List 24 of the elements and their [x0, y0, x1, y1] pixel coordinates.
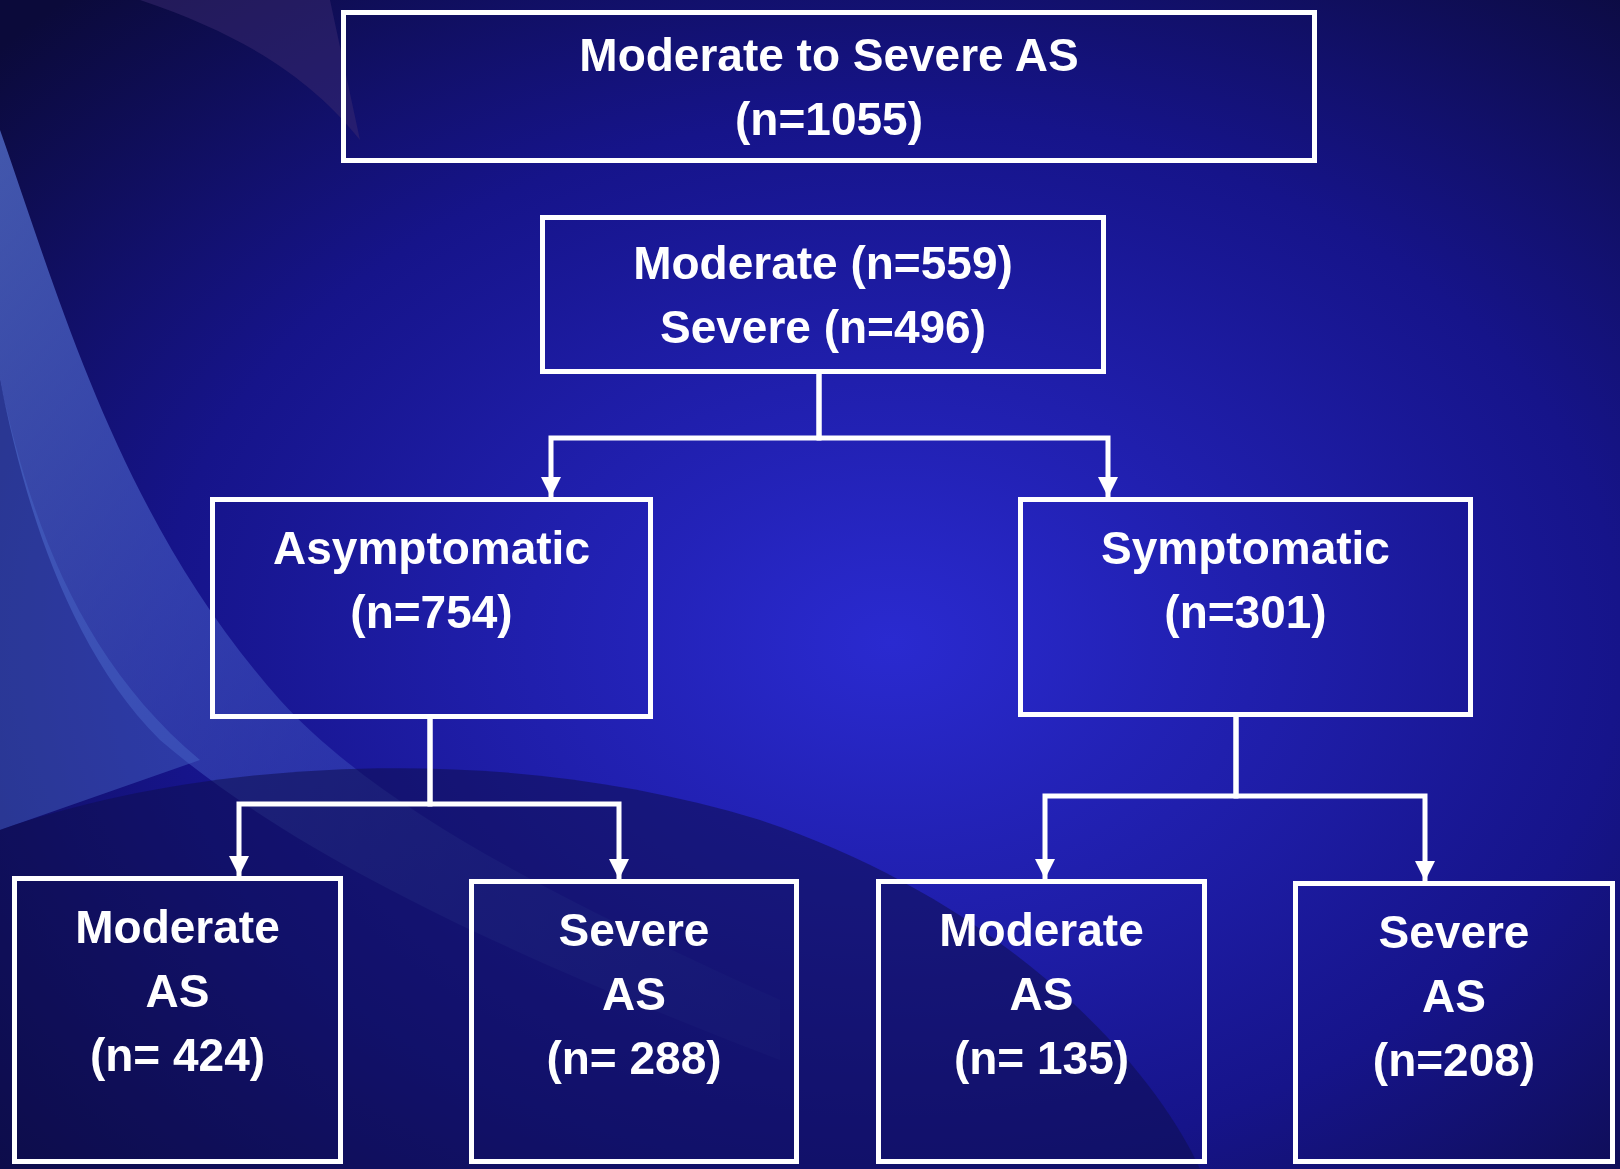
flow-box — [12, 876, 343, 1164]
box-label: Severe AS — [1377, 905, 1531, 1024]
box-label: Asymptomatic (n=754) — [272, 521, 591, 640]
box-label: Moderate to Severe AS (n=1055) — [578, 27, 1080, 147]
arrow — [1233, 717, 1435, 881]
box-label: (n=208) — [1372, 1033, 1536, 1088]
box-label: Severe (n=496) — [659, 299, 986, 355]
arrow — [816, 374, 1118, 497]
flow-box — [341, 10, 1317, 163]
box-label: Moderate AS — [74, 900, 281, 1019]
arrow — [427, 719, 629, 879]
box-label: Symptomatic (n=301) — [1100, 521, 1391, 640]
flow-box — [210, 497, 653, 719]
box-label: (n= 288) — [546, 1031, 722, 1086]
box-label: Moderate (n=559) — [633, 235, 1013, 291]
flow-box — [540, 215, 1106, 374]
box-label: Moderate AS — [938, 903, 1145, 1022]
flow-box — [876, 879, 1207, 1164]
box-label: (n= 424) — [89, 1028, 266, 1083]
box-label: (n= 135) — [953, 1031, 1130, 1086]
flow-box — [1293, 881, 1615, 1164]
flow-box — [469, 879, 799, 1164]
box-label: Severe AS — [557, 903, 711, 1022]
flow-box — [1018, 497, 1473, 717]
